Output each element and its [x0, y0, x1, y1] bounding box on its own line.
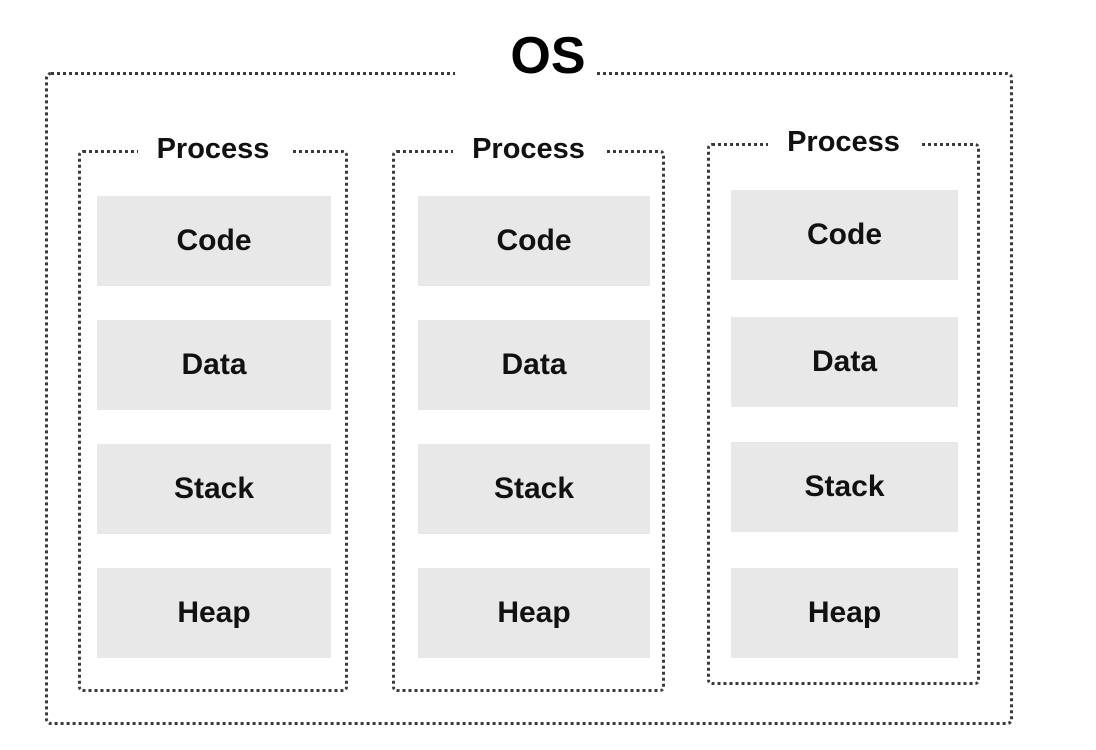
- segment-data-3: Data: [731, 317, 958, 407]
- process-title-gap-2: [453, 141, 605, 161]
- segment-data-1: Data: [97, 320, 331, 410]
- segment-code-1: Code: [97, 196, 331, 286]
- process-title-gap-1: [138, 141, 290, 161]
- segment-heap-1: Heap: [97, 568, 331, 658]
- os-title-gap: [455, 62, 597, 84]
- os-title: OS: [510, 27, 586, 85]
- segment-code-2: Code: [418, 196, 650, 286]
- process-title-gap-3: [768, 134, 920, 154]
- segment-code-3: Code: [731, 190, 958, 280]
- segment-stack-3: Stack: [731, 442, 958, 532]
- segment-heap-2: Heap: [418, 568, 650, 658]
- process-title-2: Process: [472, 133, 585, 165]
- segment-heap-3: Heap: [731, 568, 958, 658]
- segment-stack-2: Stack: [418, 444, 650, 534]
- segment-stack-1: Stack: [97, 444, 331, 534]
- segment-data-2: Data: [418, 320, 650, 410]
- process-title-1: Process: [156, 133, 270, 165]
- process-title-3: Process: [787, 126, 900, 158]
